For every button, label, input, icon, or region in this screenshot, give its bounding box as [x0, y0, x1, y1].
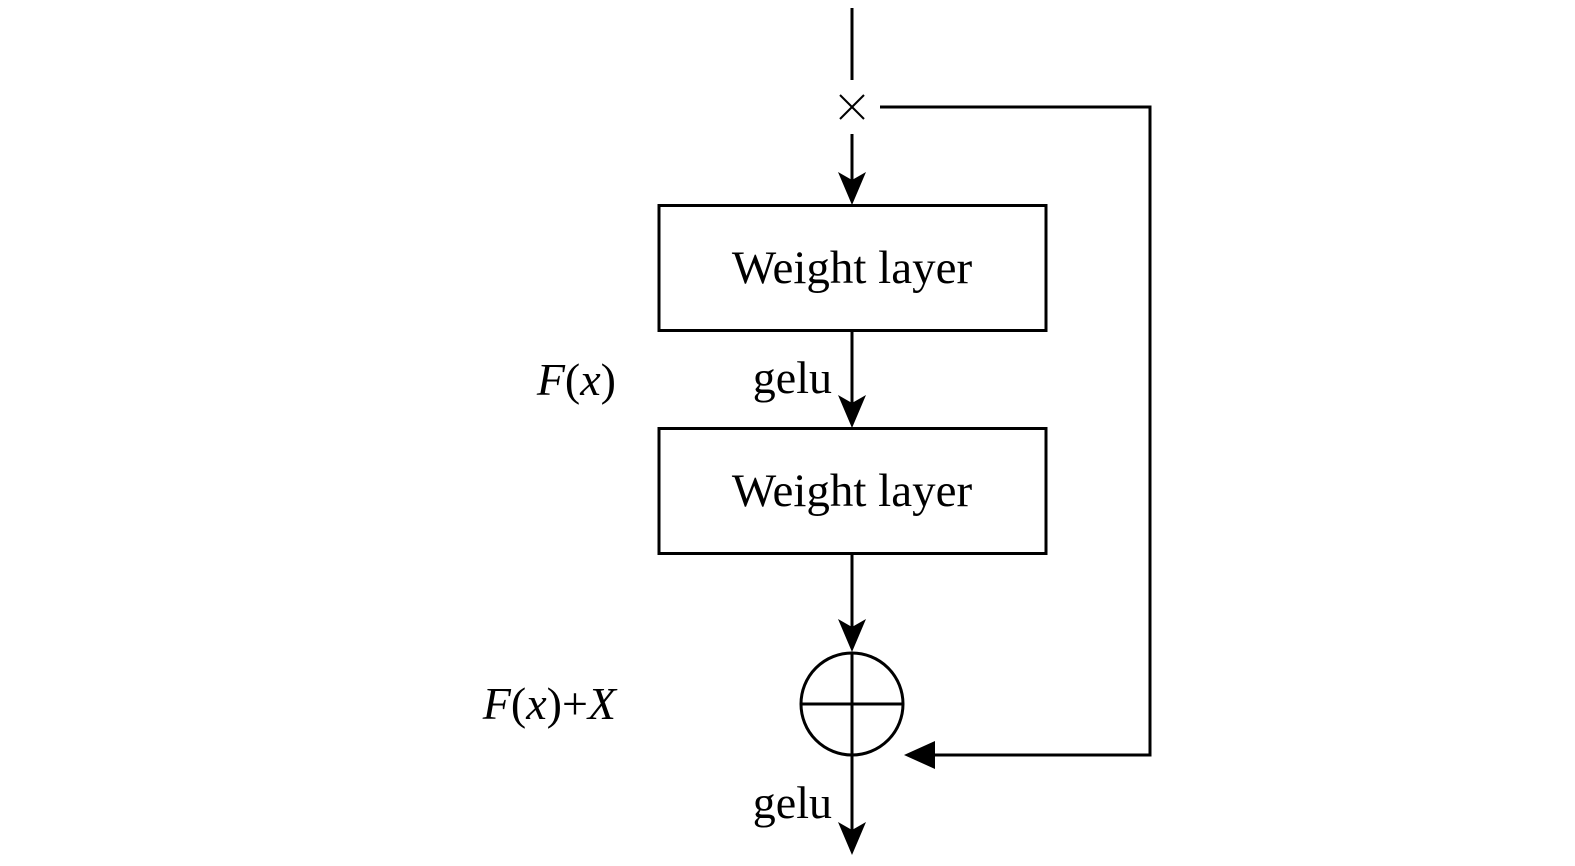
sum-node: [799, 651, 905, 757]
fx-plus-x-label: F(x)+X: [482, 678, 618, 729]
arrowhead-icon: [838, 172, 866, 205]
fx-label: F(x): [536, 354, 616, 405]
activation-label-1: gelu: [753, 352, 832, 403]
multiply-icon-stroke-2: [839, 94, 865, 120]
weight-layer-1-label: Weight layer: [732, 242, 973, 294]
arrowhead-icon: [838, 619, 866, 652]
arrowhead-icon: [838, 822, 866, 855]
arrow-weight-layer-2-to-sum: [838, 554, 866, 652]
arrow-multiply-to-weight-layer-1: [838, 134, 866, 205]
skip-connection: [880, 105, 1152, 769]
weight-layer-2: Weight layer: [657, 427, 1048, 555]
arrowhead-icon: [838, 395, 866, 428]
output-arrow: [838, 755, 866, 855]
arrowhead-icon: [904, 741, 935, 769]
multiply-node: [839, 94, 865, 120]
arrow-weight-layer-1-to-2: [838, 331, 866, 428]
activation-label-2: gelu: [753, 777, 832, 828]
weight-layer-2-label: Weight layer: [732, 465, 973, 517]
weight-layer-1: Weight layer: [657, 204, 1048, 332]
